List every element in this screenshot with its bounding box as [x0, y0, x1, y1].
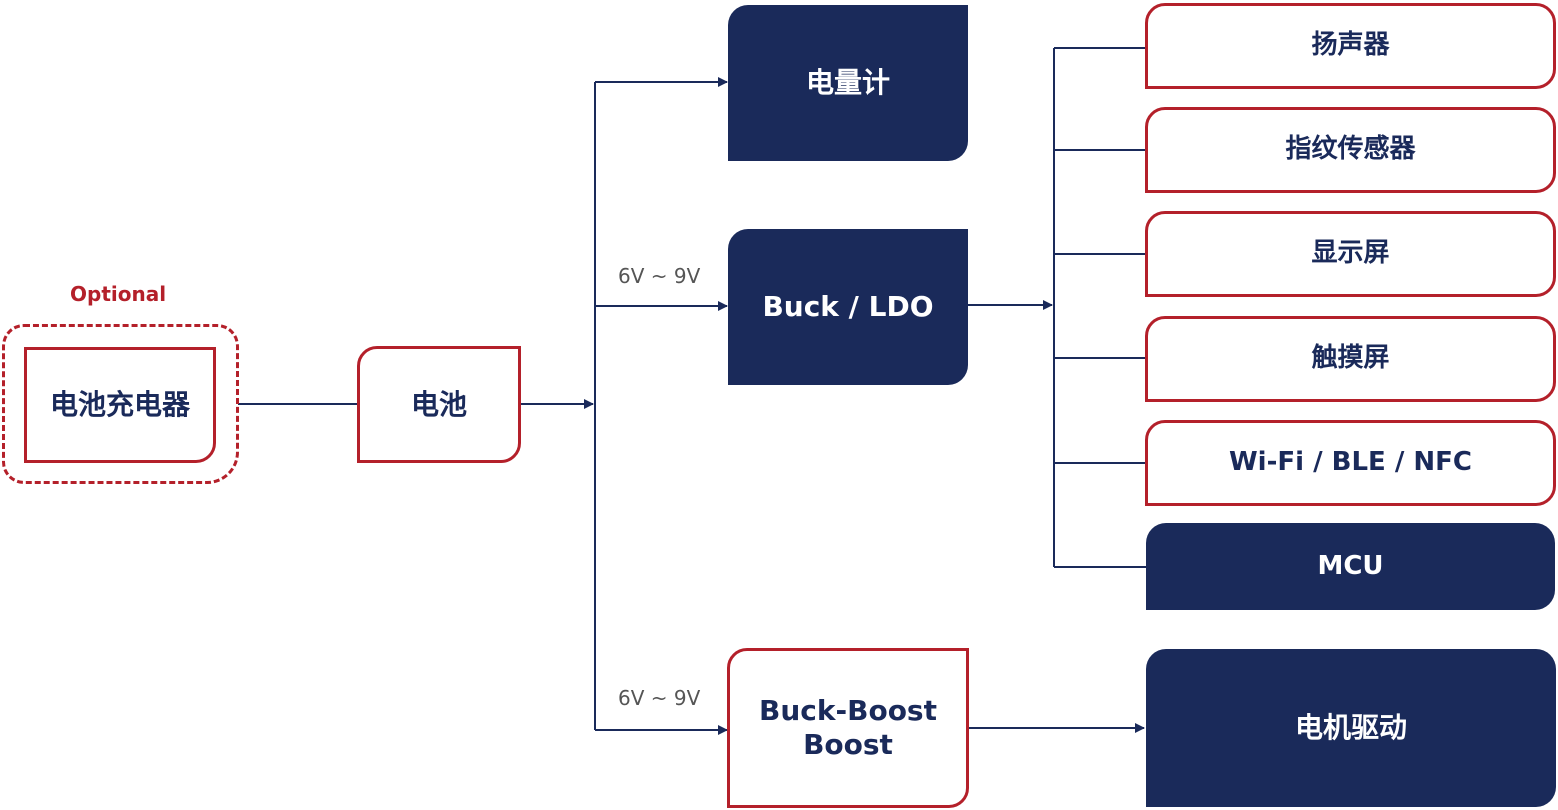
- load-wireless-box: Wi-Fi / BLE / NFC: [1145, 420, 1556, 506]
- buck-ldo-box: Buck / LDO: [728, 229, 968, 385]
- load-touch-box: 触摸屏: [1145, 316, 1556, 402]
- load-speaker-label: 扬声器: [1311, 30, 1390, 61]
- load-fingerprint-box: 指纹传感器: [1145, 107, 1556, 193]
- battery-label: 电池: [410, 387, 467, 421]
- motor-driver-label: 电机驱动: [1294, 711, 1407, 745]
- load-mcu-box: MCU: [1146, 523, 1555, 610]
- load-fingerprint-label: 指纹传感器: [1285, 134, 1416, 165]
- load-touch-label: 触摸屏: [1311, 343, 1390, 374]
- optional-dashed-frame: [2, 324, 239, 484]
- load-mcu-label: MCU: [1317, 550, 1384, 581]
- fuel-gauge-label: 电量计: [805, 66, 890, 100]
- fuel-gauge-box: 电量计: [728, 5, 968, 161]
- buck-boost-box: Buck-Boost Boost: [727, 648, 969, 808]
- battery-box: 电池: [357, 346, 521, 463]
- load-speaker-box: 扬声器: [1145, 3, 1556, 89]
- load-wireless-label: Wi-Fi / BLE / NFC: [1228, 447, 1472, 478]
- charger-box: 电池充电器: [24, 347, 216, 463]
- charger-label: 电池充电器: [49, 388, 190, 422]
- buck-boost-label-line1: Buck-Boost: [759, 694, 937, 728]
- buck-ldo-voltage-label: 6V ~ 9V: [618, 264, 701, 288]
- load-display-box: 显示屏: [1145, 211, 1556, 297]
- motor-driver-box: 电机驱动: [1146, 649, 1556, 807]
- buck-boost-label-line2: Boost: [803, 728, 893, 761]
- buck-ldo-label: Buck / LDO: [762, 290, 934, 324]
- buck-boost-voltage-label: 6V ~ 9V: [618, 686, 701, 710]
- optional-label: Optional: [70, 282, 167, 306]
- load-display-label: 显示屏: [1311, 238, 1390, 269]
